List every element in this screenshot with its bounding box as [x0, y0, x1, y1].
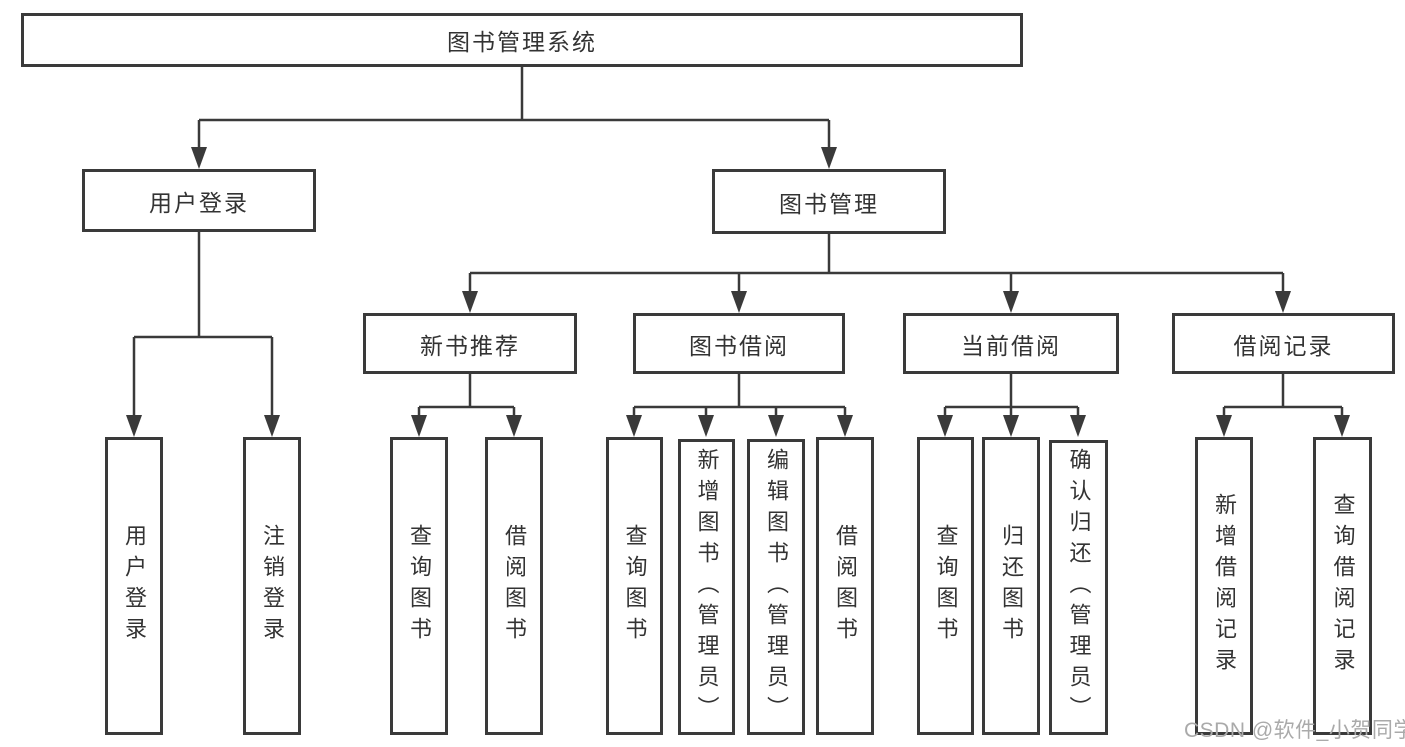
node-label: 查询借阅记录 — [1330, 493, 1356, 679]
csdn-watermark: CSDN @软件_小贺同学 — [1184, 719, 1405, 742]
node-label: 图书管理系统 — [447, 29, 597, 55]
node-book-management: 图书管理 — [712, 169, 946, 234]
leaf-query-books-recommend: 查询图书 — [390, 437, 448, 735]
node-label: 编辑图书（管理员） — [764, 447, 789, 727]
node-borrowing-records: 借阅记录 — [1172, 313, 1395, 374]
node-new-book-recommendation: 新书推荐 — [363, 313, 577, 374]
node-label: 查询图书 — [933, 524, 959, 648]
node-label: 借阅图书 — [833, 524, 858, 648]
leaf-user-login: 用户登录 — [105, 437, 163, 735]
node-label: 图书管理 — [779, 190, 879, 217]
node-label: 用户登录 — [122, 524, 147, 648]
leaf-return-books: 归还图书 — [982, 437, 1040, 735]
node-label: 借阅记录 — [1233, 332, 1334, 359]
leaf-confirm-return-admin: 确认归还（管理员） — [1049, 440, 1108, 735]
leaf-add-book-admin: 新增图书（管理员） — [678, 439, 735, 735]
node-label: 归还图书 — [999, 524, 1024, 648]
node-label: 确认归还（管理员） — [1066, 448, 1092, 727]
node-label: 新增图书（管理员） — [694, 447, 720, 727]
node-label: 新增借阅记录 — [1212, 493, 1237, 679]
leaf-borrow-books-borrowing: 借阅图书 — [816, 437, 874, 735]
leaf-borrow-books-recommend: 借阅图书 — [485, 437, 543, 735]
leaf-query-borrow-record: 查询借阅记录 — [1313, 437, 1372, 735]
leaf-query-books-current: 查询图书 — [917, 437, 974, 735]
node-label: 用户登录 — [149, 189, 249, 216]
leaf-add-borrow-record: 新增借阅记录 — [1195, 437, 1253, 735]
node-root-system: 图书管理系统 — [21, 13, 1023, 67]
node-label: 借阅图书 — [502, 524, 527, 648]
node-label: 查询图书 — [407, 524, 432, 648]
node-label: 当前借阅 — [961, 332, 1061, 359]
node-current-borrowing: 当前借阅 — [903, 313, 1119, 374]
node-label: 查询图书 — [622, 524, 648, 648]
leaf-edit-book-admin: 编辑图书（管理员） — [747, 439, 805, 735]
node-user-login: 用户登录 — [82, 169, 316, 232]
node-label: 新书推荐 — [420, 332, 520, 359]
node-label: 注销登录 — [260, 524, 285, 648]
leaf-query-books-borrowing: 查询图书 — [606, 437, 663, 735]
node-book-borrowing: 图书借阅 — [633, 313, 845, 374]
node-label: 图书借阅 — [689, 332, 789, 359]
leaf-logout: 注销登录 — [243, 437, 301, 735]
